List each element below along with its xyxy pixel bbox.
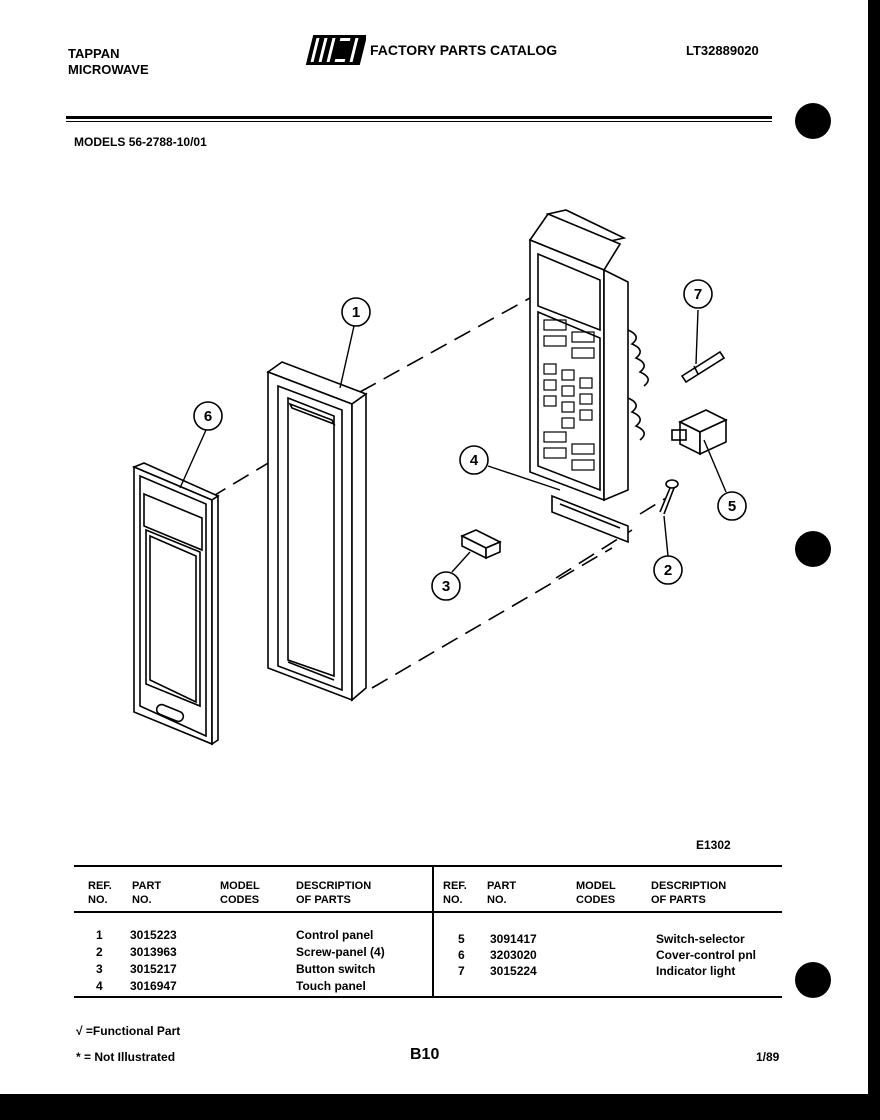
binder-hole-icon	[795, 103, 831, 139]
header-ref-no: REF. NO.	[88, 880, 112, 906]
header-part-no: PART NO.	[487, 880, 517, 906]
models-line: MODELS 56-2788-10/01	[74, 134, 207, 150]
part-no: 3203020	[490, 948, 537, 962]
callout-6: 6	[204, 408, 212, 425]
part-no: 3016947	[130, 979, 177, 993]
ref-no: 2	[96, 945, 103, 959]
part-switch-selector	[671, 409, 728, 456]
wci-logo-icon	[305, 35, 366, 65]
part-no: 3013963	[130, 945, 177, 959]
part-description: Switch-selector	[656, 932, 745, 946]
ref-no: 7	[458, 964, 465, 978]
parts-table: REF. NO. PART NO. MODEL CODES DESCRIPTIO…	[74, 865, 782, 998]
part-button-switch	[460, 529, 502, 560]
parts-catalog-page: TAPPAN MICROWAVE FACTORY PARTS CATALOG L…	[0, 0, 868, 1094]
part-screw	[659, 479, 679, 515]
part-description: Indicator light	[656, 964, 736, 978]
table-rule	[74, 911, 782, 913]
ref-no: 5	[458, 932, 465, 946]
ref-no: 1	[96, 928, 103, 942]
callout-circles	[193, 279, 747, 601]
part-no: 3015217	[130, 962, 177, 976]
catalog-date: 1/89	[756, 1050, 780, 1064]
header-model-codes: MODEL CODES	[220, 880, 260, 906]
table-rule	[74, 865, 782, 867]
callout-7: 7	[694, 286, 702, 303]
binder-hole-icon	[795, 962, 831, 998]
brand-name: TAPPAN	[68, 46, 120, 61]
models-label: MODELS	[74, 135, 126, 149]
assembly-lines	[209, 297, 667, 689]
callout-2: 2	[664, 562, 672, 579]
ref-no: 3	[96, 962, 103, 976]
brand-block: TAPPAN MICROWAVE	[68, 46, 149, 78]
header-rule-thin	[66, 121, 772, 122]
header-ref-no: REF. NO.	[443, 880, 467, 906]
header-model-codes: MODEL CODES	[576, 880, 616, 906]
exploded-parts-diagram: 1 2 3 4 5 6 7	[131, 209, 747, 746]
part-description: Button switch	[296, 962, 376, 976]
part-no: 3091417	[490, 932, 537, 946]
functional-part-note: √ =Functional Part	[76, 1024, 181, 1038]
callout-5: 5	[728, 498, 736, 515]
catalog-number: LT32889020	[686, 43, 759, 58]
product-type: MICROWAVE	[68, 62, 149, 77]
part-control-panel-frame	[266, 361, 368, 702]
part-cover-control-panel	[131, 462, 220, 746]
ref-no: 4	[96, 979, 103, 993]
callout-1: 1	[352, 304, 360, 321]
part-no: 3015224	[490, 964, 537, 978]
header-description: DESCRIPTION OF PARTS	[651, 880, 727, 906]
table-divider	[432, 865, 434, 998]
page-number: B10	[410, 1046, 440, 1063]
part-touch-panel	[528, 209, 649, 544]
header-description: DESCRIPTION OF PARTS	[296, 880, 372, 906]
table-rule	[74, 996, 782, 998]
ref-no: 6	[458, 948, 465, 962]
callout-3: 3	[442, 578, 450, 595]
header-part-no: PART NO.	[132, 880, 162, 906]
part-description: Control panel	[296, 928, 374, 942]
not-illustrated-note: * = Not Illustrated	[76, 1050, 176, 1064]
leader-lines	[179, 309, 727, 573]
binder-hole-icon	[795, 531, 831, 567]
callout-4: 4	[470, 452, 479, 469]
part-description: Touch panel	[296, 979, 366, 993]
part-no: 3015223	[130, 928, 177, 942]
part-description: Screw-panel (4)	[296, 945, 385, 959]
illustration-code: E1302	[696, 838, 731, 852]
catalog-title: FACTORY PARTS CATALOG	[370, 42, 558, 58]
header-rule	[66, 116, 772, 119]
models-value: 56-2788-10/01	[128, 135, 207, 149]
part-description: Cover-control pnl	[656, 948, 757, 962]
part-indicator-light	[680, 350, 726, 384]
